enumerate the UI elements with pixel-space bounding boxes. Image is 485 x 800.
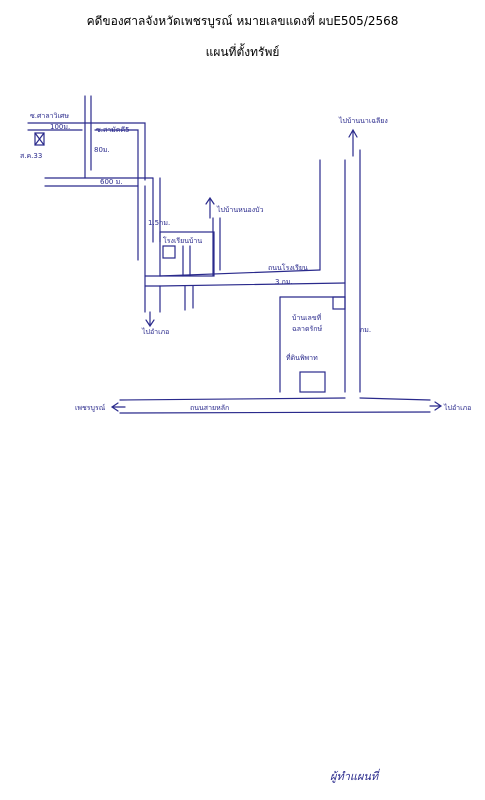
map-title: แผนที่ตั้งทรัพย์ <box>205 45 280 59</box>
plot-cross <box>34 132 45 146</box>
main-road-edge <box>119 411 431 414</box>
arrow-west <box>110 402 126 412</box>
label-house: บ้านเลขที่ <box>292 313 322 322</box>
label-dist-80: 80ม. <box>94 146 110 154</box>
arrow-north-mid <box>205 196 215 219</box>
school-building <box>162 245 176 259</box>
arrow-north-right <box>348 128 358 157</box>
label-to-north-mid: ไปบ้านหนองบัว <box>216 205 264 214</box>
label-soi-2: ซ.สามัคคี5 <box>96 126 130 134</box>
label-to-left: เพชรบูรณ์ <box>75 404 106 412</box>
subject-plot <box>299 371 326 393</box>
label-subject: ที่ดินพิพาท <box>286 353 318 362</box>
arrow-east <box>429 401 443 411</box>
road-middle-edge <box>159 282 346 287</box>
label-dist-600: 600 ม. <box>100 178 122 186</box>
label-dist-3km: 3 กม. <box>275 278 293 286</box>
label-plot-id: ส.ค.33 <box>20 152 42 160</box>
house-box <box>332 296 346 310</box>
label-dist-1: 1.5กม. <box>148 219 170 227</box>
label-soi-top-left: ซ.ศาลาวิเศษ <box>30 112 69 120</box>
signature: ผู้ทำแผนที่ <box>330 768 380 783</box>
label-km-marker: กม. <box>360 326 371 334</box>
label-main-road: ถนนสายหลัก <box>190 404 229 412</box>
main-road <box>119 397 431 401</box>
label-right-road-name: ถนนโรงเรียน <box>268 263 308 272</box>
label-school: โรงเรียนบ้าน <box>163 236 202 245</box>
label-to-north-right: ไปบ้านนาเฉลียง <box>338 116 388 125</box>
plot-box <box>34 132 45 146</box>
label-to-right: ไปอำเภอ <box>443 403 471 412</box>
arrow-south-left <box>145 311 155 328</box>
road-segment <box>94 129 139 187</box>
label-dist-100: 100ม. <box>50 123 70 131</box>
school-path <box>182 245 191 277</box>
school-block <box>159 231 215 277</box>
label-house-2: ฉลาดรักษ์ <box>292 325 323 333</box>
road-middle <box>159 269 321 277</box>
road-segment <box>27 122 146 181</box>
road-down-stub-2 <box>184 285 194 311</box>
case-title: คดีของศาลจังหวัดเพชรบูรณ์ หมายเลขแดงที่ … <box>86 14 399 28</box>
label-to-down-left: ไปอำเภอ <box>141 327 169 336</box>
